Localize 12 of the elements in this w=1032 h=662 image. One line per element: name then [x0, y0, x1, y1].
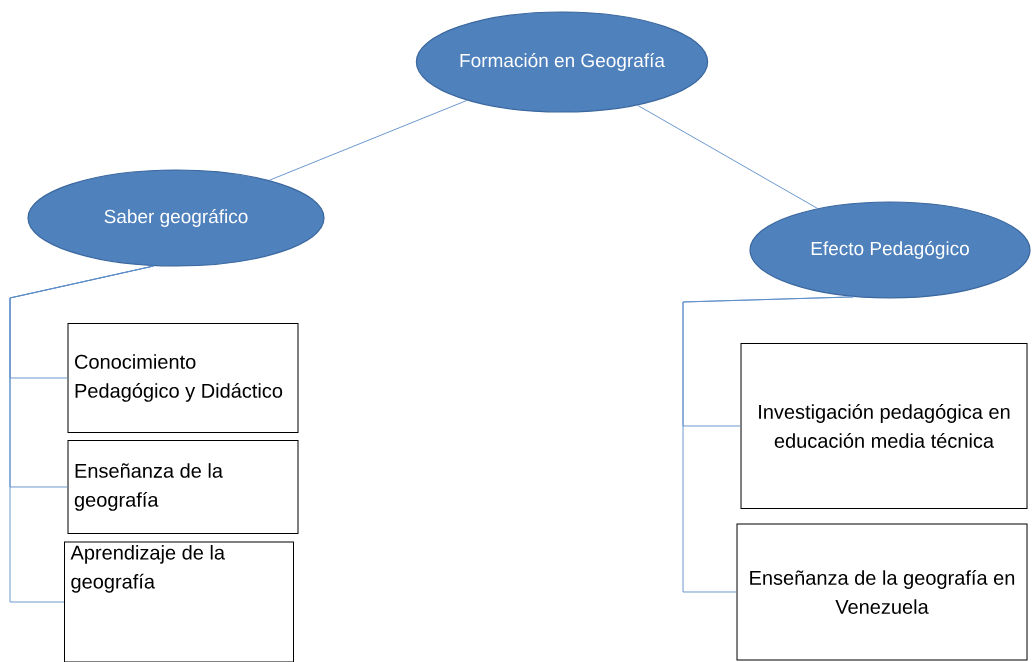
connector-line: [682, 296, 854, 593]
text-box: Investigación pedagógica en educación media técnica: [740, 343, 1028, 509]
text-box: Aprendizaje de la geografía: [64, 541, 294, 662]
connector-line: [269, 100, 468, 181]
text-box: Conocimiento Pedagógico y Didáctico: [67, 323, 299, 433]
ellipse-node: Efecto Pedagógico: [749, 201, 1031, 299]
text-box: Enseñanza de la geografía: [67, 440, 299, 534]
connector-line: [637, 104, 818, 209]
ellipse-node: Saber geográfico: [27, 169, 325, 267]
ellipse-node: Formación en Geografía: [415, 11, 709, 113]
connector-line: [9, 265, 155, 603]
text-box: Enseñanza de la geografía en Venezuela: [736, 523, 1028, 661]
